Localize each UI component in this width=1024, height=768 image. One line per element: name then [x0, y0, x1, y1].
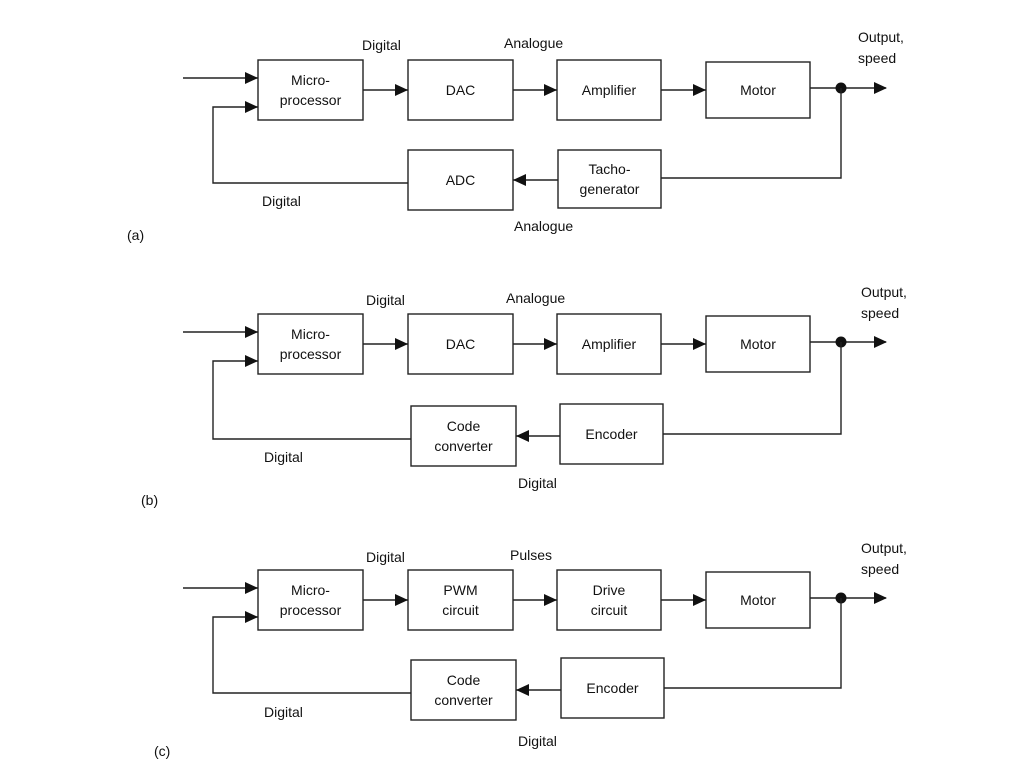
diagram-tag: (a) — [127, 227, 144, 243]
microprocessor-block — [257, 313, 364, 375]
signal-label-bottom-right: Digital — [518, 733, 557, 749]
stage3-block-label: Drive — [593, 582, 626, 598]
diagram-tag: (c) — [154, 743, 170, 759]
forward-arrowhead — [395, 338, 408, 350]
feedback-takeoff-line — [664, 598, 842, 689]
feedback-converter-block-label: converter — [434, 438, 493, 454]
output-label: Output, — [858, 29, 904, 45]
forward-arrowhead — [395, 594, 408, 606]
feedback-converter-block-label: Code — [447, 418, 481, 434]
output-arrowhead — [874, 336, 887, 348]
output-label: speed — [861, 305, 899, 321]
feedback-return-arrowhead — [245, 611, 258, 623]
signal-label-bottom-left: Digital — [264, 704, 303, 720]
stage3-block-label: Amplifier — [582, 336, 637, 352]
microprocessor-block — [257, 59, 364, 121]
feedback-return-line — [212, 106, 408, 184]
feedback-arrowhead — [516, 430, 529, 442]
stage2-block-label: DAC — [446, 82, 476, 98]
stage2-block-label: circuit — [442, 602, 479, 618]
feedback-sensor-block-label: Tacho- — [588, 161, 630, 177]
signal-label-top-right: Analogue — [506, 290, 565, 306]
feedback-sensor-block — [560, 657, 665, 719]
signal-label-bottom-left: Digital — [262, 193, 301, 209]
motor-block — [705, 61, 811, 119]
diagram-tag: (b) — [141, 492, 158, 508]
microprocessor-block-label: Micro- — [291, 72, 330, 88]
feedback-converter-block — [410, 659, 517, 721]
signal-label-top-left: Digital — [366, 549, 405, 565]
stage3-block-label: Amplifier — [582, 82, 637, 98]
output-arrowhead — [874, 82, 887, 94]
feedback-return-arrowhead — [245, 101, 258, 113]
motor-block — [705, 571, 811, 629]
stage2-block-label: DAC — [446, 336, 476, 352]
feedback-takeoff-line — [663, 342, 842, 435]
signal-label-top-right: Pulses — [510, 547, 552, 563]
input-arrowhead — [245, 582, 258, 594]
forward-arrowhead — [544, 594, 557, 606]
motor-block-label: Motor — [740, 592, 776, 608]
diagram-a: Micro-processor DAC Amplifier MotorTacho-ge… — [127, 29, 904, 243]
stage2-block — [407, 59, 514, 121]
forward-arrowhead — [693, 84, 706, 96]
signal-label-bottom-right: Analogue — [514, 218, 573, 234]
forward-arrowhead — [693, 338, 706, 350]
feedback-sensor-block — [559, 403, 664, 465]
input-arrowhead — [245, 326, 258, 338]
signal-label-top-right: Analogue — [504, 35, 563, 51]
feedback-return-arrowhead — [245, 355, 258, 367]
signal-label-top-left: Digital — [362, 37, 401, 53]
stage3-block-label: circuit — [591, 602, 628, 618]
feedback-converter-block-label: Code — [447, 672, 481, 688]
feedback-converter-block-label: ADC — [446, 172, 476, 188]
feedback-return-line — [212, 360, 411, 440]
feedback-converter-block — [410, 405, 517, 467]
microprocessor-block-label: processor — [280, 92, 342, 108]
microprocessor-block-label: processor — [280, 346, 342, 362]
motor-block-label: Motor — [740, 82, 776, 98]
feedback-return-line — [212, 616, 411, 694]
signal-label-bottom-right: Digital — [518, 475, 557, 491]
signal-label-top-left: Digital — [366, 292, 405, 308]
output-label: Output, — [861, 540, 907, 556]
motor-block-label: Motor — [740, 336, 776, 352]
feedback-arrowhead — [513, 174, 526, 186]
stage3-block — [556, 59, 662, 121]
feedback-sensor-block-label: Encoder — [586, 680, 638, 696]
output-label: speed — [858, 50, 896, 66]
microprocessor-block-label: Micro- — [291, 582, 330, 598]
forward-arrowhead — [544, 338, 557, 350]
feedback-takeoff-line — [661, 88, 842, 179]
microprocessor-block-label: processor — [280, 602, 342, 618]
stage3-block — [556, 569, 662, 631]
feedback-converter-block-label: converter — [434, 692, 493, 708]
output-label: Output, — [861, 284, 907, 300]
input-arrowhead — [245, 72, 258, 84]
feedback-sensor-block-label: generator — [580, 181, 640, 197]
feedback-arrowhead — [516, 684, 529, 696]
forward-arrowhead — [544, 84, 557, 96]
signal-label-bottom-left: Digital — [264, 449, 303, 465]
output-label: speed — [861, 561, 899, 577]
stage2-block-label: PWM — [443, 582, 477, 598]
diagram-c: Micro-processor PWM circuit Drive circuit Mot… — [154, 540, 907, 759]
output-arrowhead — [874, 592, 887, 604]
feedback-sensor-block-label: Encoder — [585, 426, 637, 442]
microprocessor-block — [257, 569, 364, 631]
forward-arrowhead — [693, 594, 706, 606]
feedback-sensor-block — [557, 149, 662, 209]
microprocessor-block-label: Micro- — [291, 326, 330, 342]
stage2-block — [407, 569, 514, 631]
forward-arrowhead — [395, 84, 408, 96]
